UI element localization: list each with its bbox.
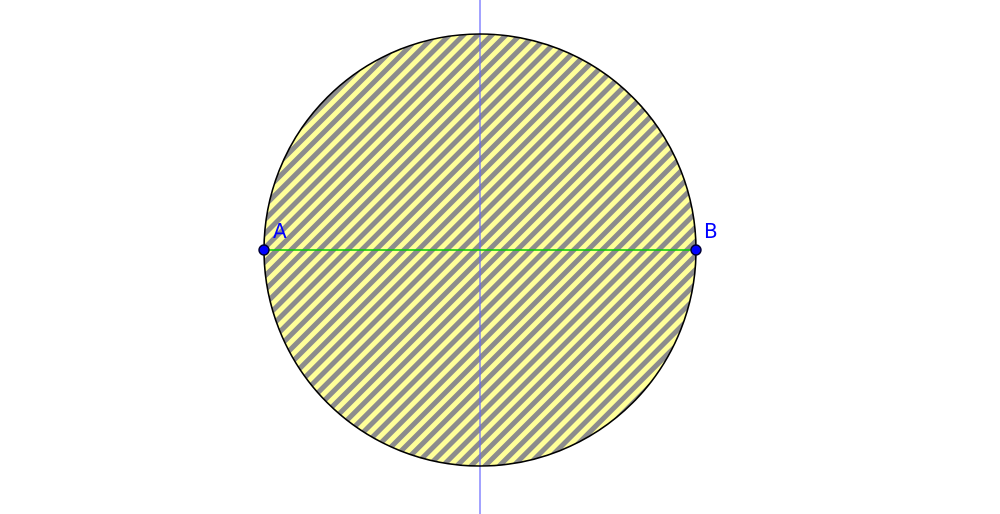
point-b[interactable]: [690, 244, 702, 256]
point-b-label: B: [704, 219, 718, 243]
point-a[interactable]: [258, 244, 270, 256]
point-a-label: A: [273, 219, 287, 243]
